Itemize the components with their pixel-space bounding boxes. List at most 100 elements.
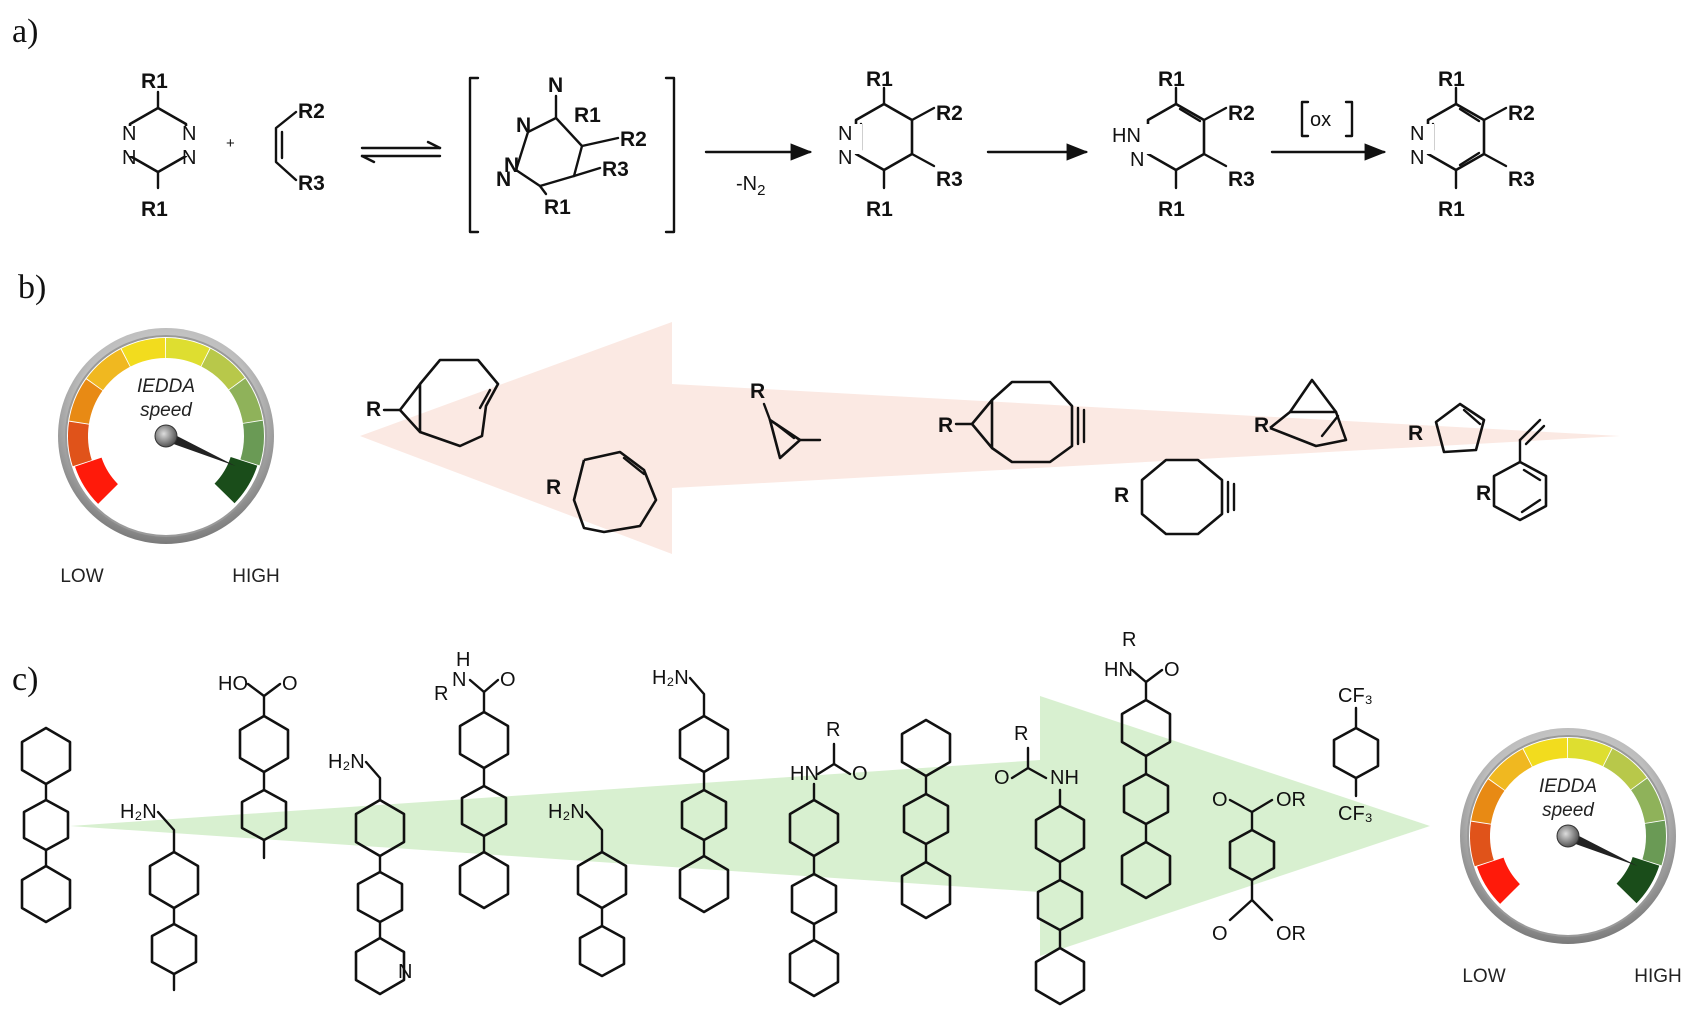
atom-label: R2 bbox=[620, 128, 647, 151]
equilibrium-arrow bbox=[360, 140, 442, 164]
minus-n2-label: -N2 bbox=[736, 173, 765, 199]
atom-label: N bbox=[838, 123, 852, 145]
atom-label: O bbox=[1164, 659, 1180, 681]
tetrazine-reactant: R1 R1 N N N N bbox=[120, 70, 196, 221]
atom-label: H₂N bbox=[328, 751, 365, 773]
gauge-segment bbox=[1476, 857, 1520, 904]
atom-label: R3 bbox=[298, 172, 325, 195]
atom-label: H₂N bbox=[652, 667, 689, 689]
tetrazine-pyridyl-amide: R O NH bbox=[994, 723, 1086, 1006]
atom-label: NH bbox=[1050, 767, 1079, 789]
atom-label: H bbox=[456, 649, 470, 671]
atom-label: R1 bbox=[141, 198, 168, 221]
atom-label: CF₃ bbox=[1338, 685, 1373, 707]
plus-sign: + bbox=[226, 135, 235, 152]
dienophile-cyclooctyne: R bbox=[1114, 458, 1236, 536]
gauge-segment bbox=[1631, 778, 1665, 824]
atom-label: R1 bbox=[1158, 68, 1185, 91]
gauge-segment bbox=[121, 338, 166, 367]
atom-label: R2 bbox=[1228, 102, 1255, 125]
atom-label: R bbox=[1122, 629, 1136, 651]
atom-label: N bbox=[1130, 149, 1144, 171]
tetrazine-series: H₂N HO O H₂N N bbox=[20, 629, 1380, 1006]
tetrazine-amide-phenyl: H N R O bbox=[434, 649, 516, 910]
panel-label-b: b) bbox=[18, 269, 46, 306]
bicyclic-intermediate: N N N N R1 R2 R3 R1 bbox=[496, 74, 647, 219]
gauge-segment bbox=[1471, 779, 1505, 824]
atom-label: N bbox=[504, 154, 519, 177]
gauge-hub bbox=[1556, 824, 1580, 848]
atom-label: OR bbox=[1276, 923, 1306, 945]
r-group-label: R bbox=[938, 414, 953, 437]
atom-label: N bbox=[182, 147, 196, 169]
dihydropyridazine-1h: R1 R2 R3 R1 HN N bbox=[1112, 68, 1255, 221]
atom-label: R3 bbox=[936, 168, 963, 191]
atom-label: R1 bbox=[1438, 198, 1465, 221]
gauge-segment bbox=[1642, 820, 1667, 866]
dihydropyridazine-4h: R1 R2 R3 R1 N N bbox=[838, 68, 963, 221]
atom-label: R2 bbox=[1508, 102, 1535, 125]
gauge-segment bbox=[1603, 748, 1647, 790]
atom-label: N bbox=[548, 74, 563, 97]
r-group-label: R bbox=[1114, 484, 1129, 507]
gauge-needle bbox=[164, 431, 236, 467]
atom-label: O bbox=[1212, 923, 1228, 945]
atom-label: N bbox=[452, 669, 466, 691]
gauge-title-line2: speed bbox=[140, 400, 193, 421]
gauge-title-line1: IEDDA bbox=[1539, 776, 1597, 797]
atom-label: N bbox=[516, 114, 531, 137]
scheme-a: R1 R1 N N N N + R2 R3 bbox=[120, 68, 1535, 234]
atom-label: R1 bbox=[141, 70, 168, 93]
atom-label: N bbox=[398, 961, 412, 983]
tetrazine-amine-pyridyl: H₂N N bbox=[328, 751, 412, 996]
gauge-segment bbox=[166, 338, 210, 367]
gauge-segment bbox=[86, 349, 130, 391]
gauge-segment bbox=[1488, 749, 1532, 791]
tetrazine-anilide: R HN O bbox=[788, 719, 868, 998]
pyridazine-product: R1 R2 R3 R1 N N bbox=[1410, 68, 1535, 221]
atom-label: HN bbox=[1104, 659, 1133, 681]
dienophile-tco-bicyclic: R bbox=[366, 358, 500, 448]
gauge-high-label: HIGH bbox=[1634, 966, 1682, 987]
atom-label: N bbox=[1410, 123, 1424, 145]
gauge-segment bbox=[201, 348, 245, 390]
gauge-hub bbox=[154, 424, 178, 448]
reactivity-arrow-b bbox=[360, 322, 1620, 554]
atom-label: HO bbox=[218, 673, 248, 695]
atom-label: CF₃ bbox=[1338, 803, 1373, 825]
atom-label: N bbox=[1410, 147, 1424, 169]
atom-label: R1 bbox=[574, 104, 601, 127]
gauge-segment bbox=[240, 420, 264, 466]
atom-label: N bbox=[182, 123, 196, 145]
gauge-segment bbox=[214, 457, 258, 504]
panel-label-c: c) bbox=[12, 661, 38, 698]
dienophile-cyclopropene: R bbox=[750, 380, 822, 460]
r-group-label: R bbox=[366, 398, 381, 421]
dienophile-norbornene: R bbox=[1254, 378, 1348, 448]
tetrazine-bis-cf3: CF₃ CF₃ bbox=[1332, 685, 1380, 825]
atom-label: R bbox=[1014, 723, 1028, 745]
atom-label: R bbox=[826, 719, 840, 741]
atom-label: O bbox=[1212, 789, 1228, 811]
gauge-segment bbox=[1568, 738, 1612, 767]
atom-label: N bbox=[122, 123, 136, 145]
atom-label: R1 bbox=[866, 68, 893, 91]
atom-label: N bbox=[838, 147, 852, 169]
gauge-segment bbox=[229, 378, 263, 424]
atom-label: R1 bbox=[866, 198, 893, 221]
r-group-label: R bbox=[1408, 422, 1423, 445]
gauge-segment bbox=[1616, 857, 1660, 904]
r-group-label: R bbox=[1254, 414, 1269, 437]
gauge-high-label: HIGH bbox=[232, 566, 280, 587]
gauge-low-label: LOW bbox=[1462, 966, 1505, 987]
r-group-label: R bbox=[750, 380, 765, 403]
gauge-title-line1: IEDDA bbox=[137, 376, 195, 397]
atom-label: N bbox=[122, 147, 136, 169]
atom-label: R1 bbox=[1438, 68, 1465, 91]
atom-label: HN bbox=[790, 763, 819, 785]
reactivity-arrow-c bbox=[70, 696, 1430, 956]
atom-label: H₂N bbox=[548, 801, 585, 823]
